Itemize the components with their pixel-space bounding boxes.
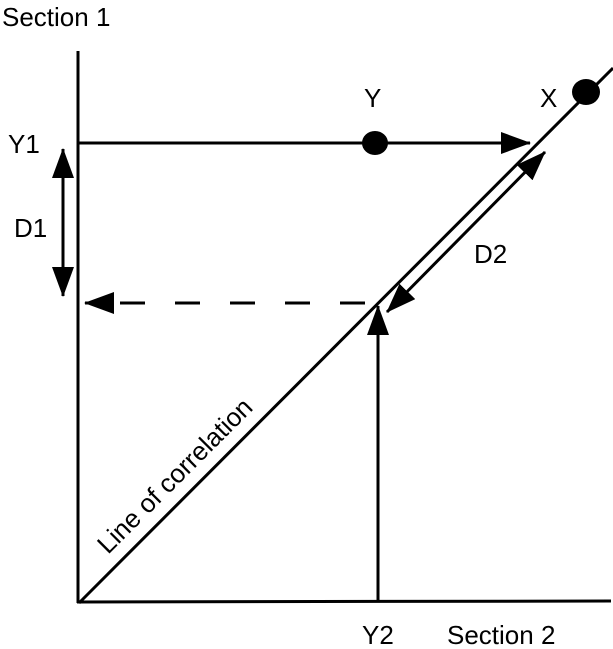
line-of-correlation (77, 66, 613, 605)
d2-label: D2 (474, 239, 507, 269)
point-y-dot (362, 131, 388, 155)
line-of-correlation-label: Line of correlation (91, 392, 258, 559)
point-y-label: Y (364, 83, 381, 113)
x-axis-title: Section 2 (447, 620, 555, 649)
point-x-label: X (540, 83, 557, 113)
point-x-dot (572, 79, 600, 105)
y1-label: Y1 (8, 129, 40, 159)
x-axis (76, 599, 612, 604)
d1-label: D1 (14, 213, 47, 243)
y-axis-title: Section 1 (2, 2, 110, 32)
y2-label: Y2 (362, 620, 394, 649)
d2-double-arrow (385, 150, 547, 314)
